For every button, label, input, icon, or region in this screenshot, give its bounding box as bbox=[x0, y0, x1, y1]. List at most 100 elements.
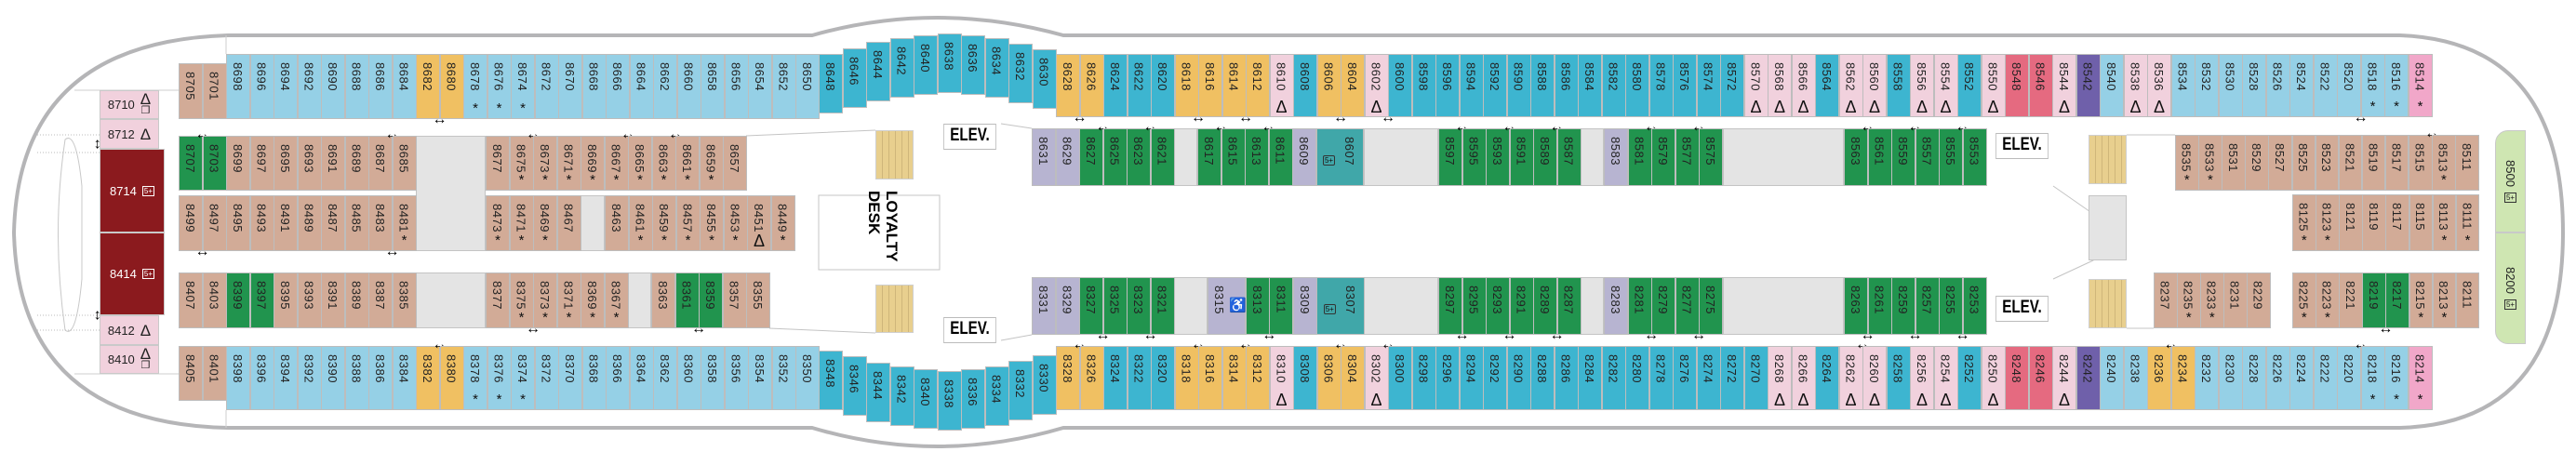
cabin-8380[interactable]: 8380 bbox=[439, 346, 464, 410]
cabin-8701[interactable]: 8701 bbox=[202, 63, 227, 119]
cabin-8216[interactable]: 8216* bbox=[2384, 346, 2409, 410]
cabin-8595[interactable]: 8595 bbox=[1462, 128, 1487, 186]
cabin-8640[interactable]: 8640 bbox=[914, 35, 938, 95]
cabin-8393[interactable]: 8393 bbox=[297, 272, 322, 328]
cabin-8314[interactable]: 8314 bbox=[1221, 346, 1247, 410]
cabin-8275[interactable]: 8275 bbox=[1699, 277, 1723, 335]
cabin-8616[interactable]: 8616 bbox=[1198, 54, 1222, 117]
cabin-8375[interactable]: 8375* bbox=[509, 272, 534, 328]
cabin-8276[interactable]: 8276 bbox=[1673, 346, 1697, 410]
cabin-8592[interactable]: 8592 bbox=[1483, 54, 1507, 117]
cabin-8261[interactable]: 8261 bbox=[1867, 277, 1892, 335]
cabin-8580[interactable]: 8580 bbox=[1625, 54, 1649, 117]
cabin-8558[interactable]: 8558 bbox=[1886, 54, 1911, 117]
cabin-8326[interactable]: 8326 bbox=[1079, 346, 1104, 410]
cabin-8259[interactable]: 8259 bbox=[1891, 277, 1915, 335]
cabin-8699[interactable]: 8699 bbox=[226, 136, 250, 191]
cabin-8514[interactable]: 8514* bbox=[2408, 54, 2433, 117]
cabin-8366[interactable]: 8366 bbox=[606, 346, 630, 410]
cabin-8323[interactable]: 8323 bbox=[1127, 277, 1151, 335]
cabin-8523[interactable]: 8523 bbox=[2315, 135, 2340, 191]
cabin-8346[interactable]: 8346 bbox=[842, 356, 867, 416]
cabin-8325[interactable]: 8325 bbox=[1102, 277, 1128, 335]
cabin-8354[interactable]: 8354 bbox=[748, 346, 772, 410]
cabin-8672[interactable]: 8672 bbox=[534, 54, 559, 119]
cabin-8320[interactable]: 8320 bbox=[1151, 346, 1175, 410]
cabin-8578[interactable]: 8578 bbox=[1648, 54, 1674, 117]
cabin-8644[interactable]: 8644 bbox=[866, 42, 890, 101]
cabin-8229[interactable]: 8229 bbox=[2247, 272, 2271, 328]
cabin-8576[interactable]: 8576 bbox=[1673, 54, 1697, 117]
cabin-8493[interactable]: 8493 bbox=[249, 195, 274, 251]
cabin-8487[interactable]: 8487 bbox=[321, 195, 345, 251]
cabin-8684[interactable]: 8684 bbox=[392, 54, 417, 119]
cabin-8682[interactable]: 8682 bbox=[416, 54, 440, 119]
cabin-8611[interactable]: 8611 bbox=[1268, 128, 1293, 186]
cabin-8119[interactable]: 8119 bbox=[2362, 194, 2386, 251]
cabin-8697[interactable]: 8697 bbox=[249, 136, 274, 191]
cabin-8674[interactable]: 8674* bbox=[511, 54, 535, 119]
cabin-8638[interactable]: 8638 bbox=[937, 33, 962, 93]
cabin-8115[interactable]: 8115 bbox=[2409, 194, 2434, 251]
cabin-8240[interactable]: 8240 bbox=[2100, 346, 2124, 410]
cabin-8598[interactable]: 8598 bbox=[1411, 54, 1436, 117]
cabin-8331[interactable]: 8331 bbox=[1032, 277, 1056, 335]
cabin-8370[interactable]: 8370 bbox=[558, 346, 582, 410]
cabin-8300[interactable]: 8300 bbox=[1388, 346, 1412, 410]
cabin-8226[interactable]: 8226 bbox=[2265, 346, 2290, 410]
cabin-8220[interactable]: 8220 bbox=[2337, 346, 2361, 410]
cabin-8211[interactable]: 8211 bbox=[2455, 272, 2480, 328]
cabin-8522[interactable]: 8522 bbox=[2313, 54, 2338, 117]
cabin-8315[interactable]: 8315♿ bbox=[1208, 277, 1247, 335]
cabin-8707[interactable]: 8707 bbox=[179, 136, 203, 191]
cabin-8516[interactable]: 8516* bbox=[2384, 54, 2409, 117]
cabin-8235[interactable]: 8235* bbox=[2177, 272, 2201, 328]
cabin-8311[interactable]: 8311 bbox=[1269, 277, 1294, 335]
cabin-8219[interactable]: 8219 bbox=[2362, 272, 2386, 328]
cabin-8291[interactable]: 8291 bbox=[1509, 277, 1534, 335]
cabin-8687[interactable]: 8687 bbox=[368, 136, 393, 191]
cabin-8524[interactable]: 8524 bbox=[2289, 54, 2314, 117]
cabin-8546[interactable]: 8546 bbox=[2028, 54, 2053, 117]
cabin-8362[interactable]: 8362 bbox=[653, 346, 677, 410]
cabin-8376[interactable]: 8376* bbox=[487, 346, 512, 410]
cabin-8676[interactable]: 8676* bbox=[487, 54, 512, 119]
cabin-8230[interactable]: 8230 bbox=[2218, 346, 2243, 410]
cabin-8696[interactable]: 8696 bbox=[249, 54, 274, 119]
cabin-8561[interactable]: 8561 bbox=[1867, 128, 1892, 186]
cabin-8668[interactable]: 8668 bbox=[581, 54, 607, 119]
cabin-8691[interactable]: 8691 bbox=[321, 136, 345, 191]
cabin-8288[interactable]: 8288 bbox=[1530, 346, 1555, 410]
cabin-8279[interactable]: 8279 bbox=[1651, 277, 1675, 335]
cabin-8238[interactable]: 8238 bbox=[2123, 346, 2148, 410]
cabin-8483[interactable]: 8483 bbox=[368, 195, 393, 251]
cabin-8385[interactable]: 8385 bbox=[392, 272, 417, 328]
cabin-8348[interactable]: 8348 bbox=[819, 351, 843, 410]
cabin-8689[interactable]: 8689 bbox=[344, 136, 369, 191]
cabin-8473[interactable]: 8473* bbox=[486, 195, 510, 251]
cabin-8693[interactable]: 8693 bbox=[297, 136, 322, 191]
cabin-8358[interactable]: 8358 bbox=[701, 346, 725, 410]
cabin-8518[interactable]: 8518* bbox=[2360, 54, 2385, 117]
cabin-8294[interactable]: 8294 bbox=[1459, 346, 1484, 410]
cabin-8344[interactable]: 8344 bbox=[866, 363, 890, 422]
cabin-8123[interactable]: 8123* bbox=[2316, 194, 2340, 251]
cabin-8584[interactable]: 8584 bbox=[1578, 54, 1602, 117]
cabin-8497[interactable]: 8497 bbox=[202, 195, 227, 251]
cabin-8666[interactable]: 8666 bbox=[606, 54, 630, 119]
cabin-8214[interactable]: 8214* bbox=[2408, 346, 2433, 410]
cabin-8369[interactable]: 8369* bbox=[581, 272, 605, 328]
cabin-8336[interactable]: 8336 bbox=[961, 369, 985, 429]
cabin-8613[interactable]: 8613 bbox=[1245, 128, 1269, 186]
cabin-8359[interactable]: 8359 bbox=[699, 272, 723, 328]
cabin-8342[interactable]: 8342 bbox=[889, 366, 914, 426]
cabin-8237[interactable]: 8237 bbox=[2154, 272, 2178, 328]
